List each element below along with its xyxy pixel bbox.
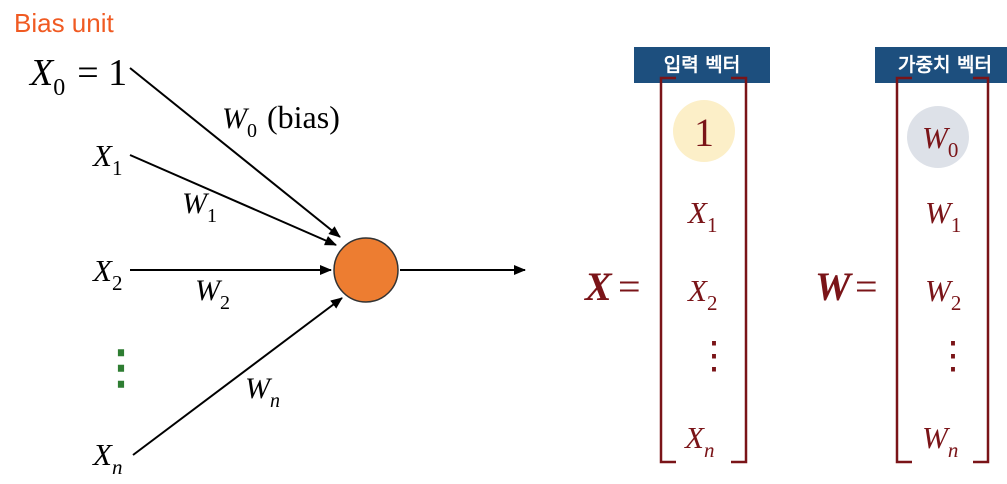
input-vector-left-bracket [659, 76, 676, 464]
weight-w0: W0(bias) [222, 99, 340, 142]
input-vector-equals: = [618, 264, 641, 309]
weight-entry-wn: Wn [922, 420, 958, 462]
input-dots: ⋮ [98, 342, 144, 393]
input-bias-highlight [673, 100, 735, 162]
weight-entry-w2: W2 [925, 273, 961, 315]
weight-wn: Wn [245, 372, 280, 412]
input-entry-dots: ⋮ [695, 335, 733, 377]
weight-vector-right-bracket [973, 76, 990, 464]
edge-xn [132, 297, 343, 456]
input-x2: X2 [91, 253, 122, 295]
bias-unit-label: Bias unit [14, 8, 114, 38]
input-vector: X = 1 X1 X2 ⋮ Xn [583, 76, 748, 464]
input-entry-x1: X1 [686, 195, 717, 237]
edge-x1 [129, 154, 337, 246]
weight-vector-left-bracket [895, 76, 912, 464]
weight-vector-symbol: W [815, 264, 853, 309]
input-vector-badge: 입력 벡터 [634, 47, 770, 83]
weight-vector: W = W0 W1 W2 ⋮ Wn [815, 76, 990, 464]
neuron-node [333, 237, 399, 303]
weight-entry-w1: W1 [925, 195, 961, 237]
input-vector-right-bracket [731, 76, 748, 464]
weight-vector-equals: = [855, 264, 878, 309]
weight-entry-dots: ⋮ [934, 335, 972, 377]
input-entry-1: 1 [694, 110, 714, 155]
input-vector-symbol: X [583, 264, 613, 309]
edge-x0 [129, 67, 341, 238]
weight-entry-w0: W0 [922, 120, 958, 162]
weight-w2: W2 [195, 274, 230, 314]
input-x1: X1 [91, 138, 122, 180]
input-xn: Xn [91, 437, 122, 479]
weight-w1: W1 [182, 187, 217, 227]
input-entry-xn: Xn [683, 420, 714, 462]
weight-bias-highlight [907, 106, 969, 168]
input-x0: X0= 1 [28, 52, 127, 101]
input-entry-x2: X2 [686, 273, 717, 315]
